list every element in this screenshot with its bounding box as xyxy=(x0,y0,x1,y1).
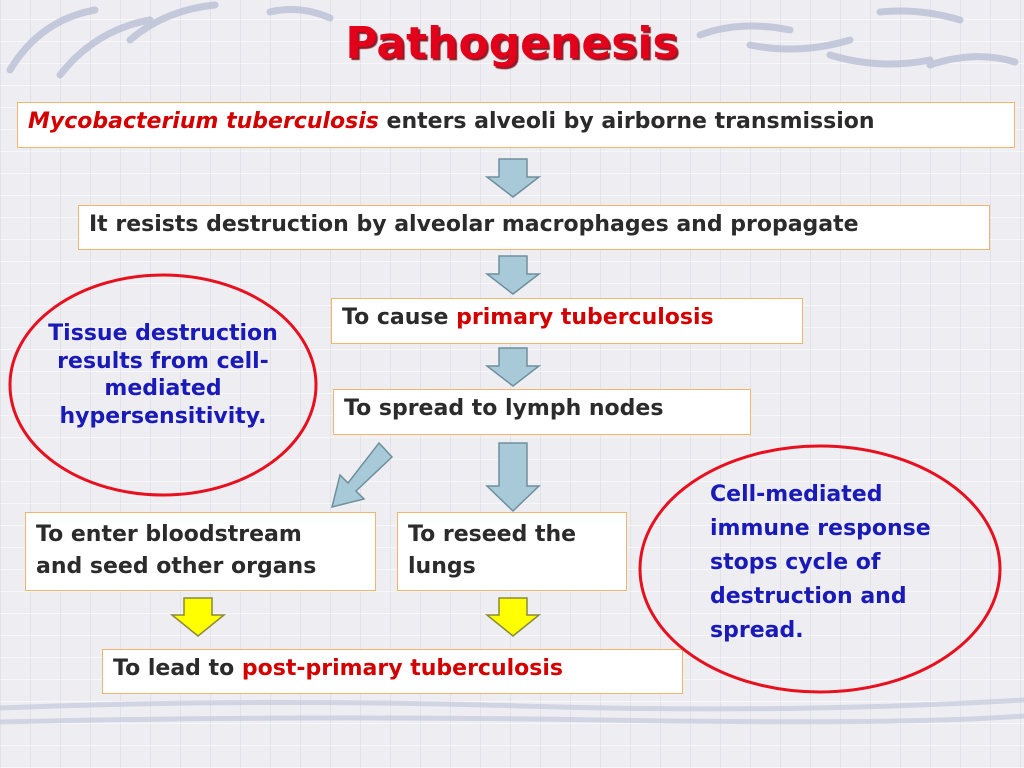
step-entry-box: Mycobacterium tuberculosis enters alveol… xyxy=(17,102,1015,148)
left-note-line-1: Tissue destruction xyxy=(48,321,278,346)
down-arrow-1 xyxy=(484,158,542,198)
page-title: Pathogenesis xyxy=(345,18,679,69)
down-arrow-3 xyxy=(484,347,542,387)
step-bloodstream-box: To enter bloodstream and seed other orga… xyxy=(25,512,376,591)
yellow-arrow-right xyxy=(484,597,542,637)
down-arrow-2 xyxy=(484,255,542,295)
right-note: Cell-mediated immune response stops cycl… xyxy=(710,478,980,648)
step-postprimary-box: To lead to post-primary tuberculosis xyxy=(102,649,683,694)
resist-text: It resists destruction by alveolar macro… xyxy=(89,212,859,237)
postprimary-prefix: To lead to xyxy=(113,656,242,681)
bloodstream-line-2: and seed other organs xyxy=(36,553,317,579)
right-note-line-3: stops cycle of xyxy=(710,550,881,576)
left-note-line-2: results from cell- xyxy=(57,348,269,374)
yellow-arrow-left xyxy=(169,597,227,637)
step-primary-box: To cause primary tuberculosis xyxy=(331,298,803,344)
postprimary-highlight: post-primary tuberculosis xyxy=(241,656,564,681)
entry-text: enters alveoli by airborne transmission xyxy=(378,109,875,134)
step-lymph-box: To spread to lymph nodes xyxy=(333,389,751,435)
left-note-line-4: hypersensitivity. xyxy=(59,403,267,429)
right-note-line-4: destruction and xyxy=(710,584,907,610)
down-arrow-4 xyxy=(485,442,541,513)
right-note-line-1: Cell-mediated xyxy=(710,482,883,507)
primary-highlight: primary tuberculosis xyxy=(456,305,714,330)
lymph-text: To spread to lymph nodes xyxy=(344,396,664,421)
diagonal-arrow xyxy=(330,441,394,509)
primary-prefix: To cause xyxy=(342,305,457,330)
right-note-line-5: spread. xyxy=(710,618,804,644)
reseed-line-1: To reseed the xyxy=(408,522,577,547)
step-reseed-box: To reseed the lungs xyxy=(397,512,627,591)
bloodstream-line-1: To enter bloodstream xyxy=(36,522,302,547)
right-oval xyxy=(638,444,1002,694)
left-oval xyxy=(8,273,318,497)
organism-name: Mycobacterium tuberculosis xyxy=(28,109,379,134)
left-note-line-3: mediated xyxy=(104,376,222,401)
step-resist-box: It resists destruction by alveolar macro… xyxy=(78,205,990,250)
reseed-line-2: lungs xyxy=(408,553,476,579)
left-note: Tissue destruction results from cell- me… xyxy=(20,320,306,430)
right-note-line-2: immune response xyxy=(710,516,931,542)
